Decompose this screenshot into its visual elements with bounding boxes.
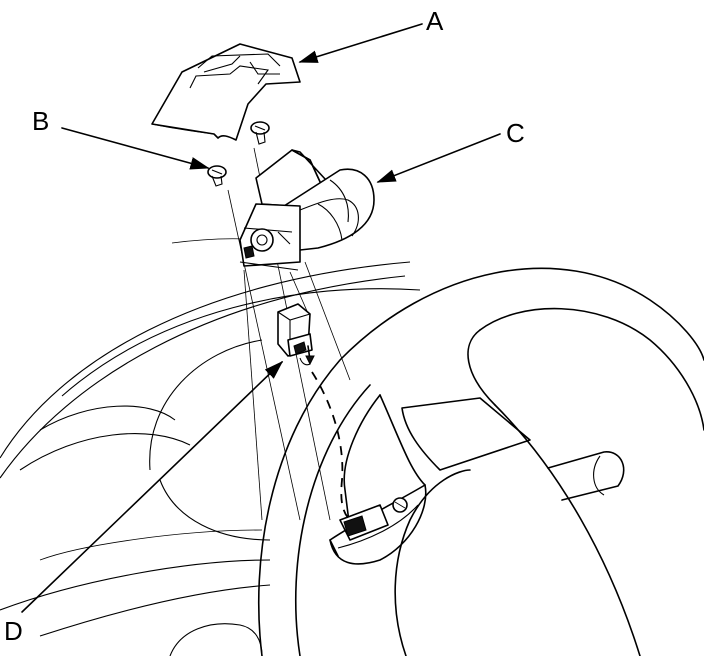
leader-line-c (376, 133, 501, 183)
leader-line-a (298, 23, 423, 63)
screw-b-left (207, 165, 227, 187)
switch-assembly-part-c (239, 149, 375, 271)
label-b: B (32, 106, 49, 136)
cover-part-a (151, 43, 301, 141)
leader-line-d (21, 360, 284, 613)
connector-part-d (277, 303, 315, 366)
label-d: D (4, 616, 23, 646)
label-c: C (506, 118, 525, 148)
dashboard-outline (0, 238, 421, 656)
steering-wheel (257, 267, 704, 656)
label-a: A (426, 6, 444, 36)
leader-line-b (61, 127, 210, 170)
screw-b-right (250, 121, 270, 145)
